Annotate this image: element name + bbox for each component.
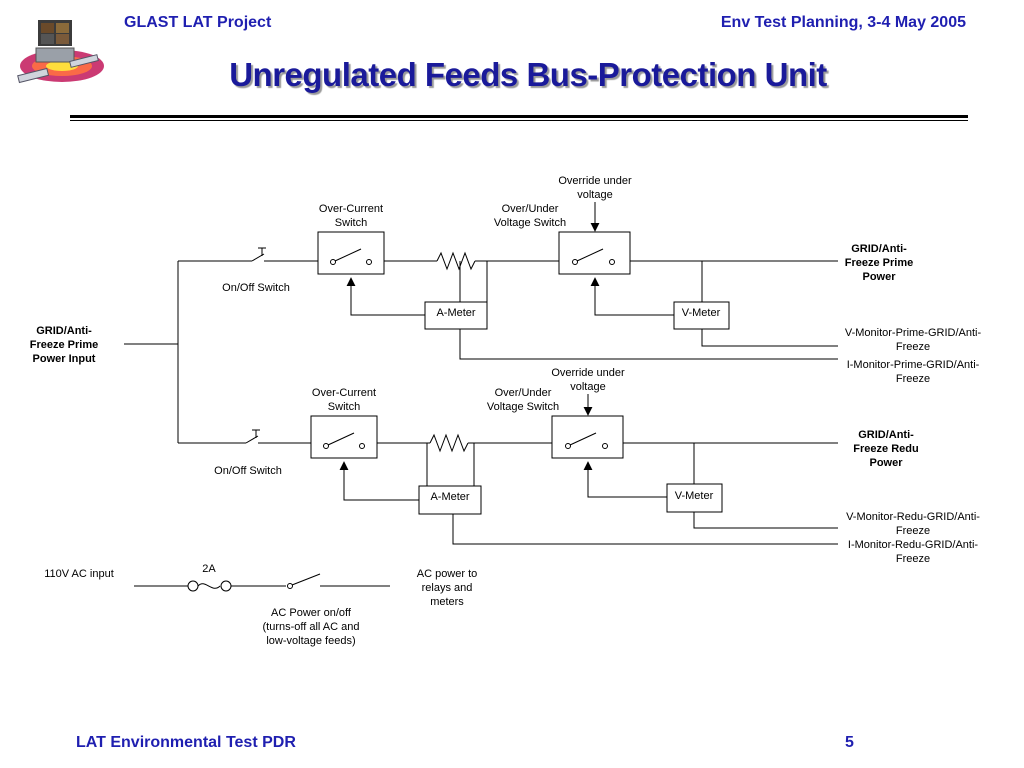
prime-over-current-switch [317,231,385,275]
redu-over-current-label-2: Switch [328,401,360,413]
redu-on-off-switch [238,429,311,444]
redu-override-label-1: Override under [551,367,625,379]
redu-channel: On/Off Switch Over-Current Switch Over/U… [178,367,980,565]
prime-i-monitor-label-1: I-Monitor-Prime-GRID/Anti- [847,359,980,371]
prime-over-under-label-1: Over/Under [502,203,559,215]
input-label-line-1: GRID/Anti- [36,325,92,337]
redu-i-monitor-label-1: I-Monitor-Redu-GRID/Anti- [848,539,979,551]
input-label: GRID/Anti- Freeze Prime Power Input [30,325,98,365]
prime-over-under-switch [558,231,631,275]
title-divider [70,115,968,118]
prime-on-off-switch [244,247,318,262]
redu-over-current-label-1: Over-Current [312,387,376,399]
ac-onoff-label-1: AC Power on/off [271,607,352,619]
redu-v-meter-label: V-Meter [675,490,714,502]
ac-power-to-label-1: AC power to [417,568,478,580]
prime-i-monitor-label-2: Freeze [896,373,930,385]
prime-v-meter [673,301,730,330]
ac-power-to-label-2: relays and [422,582,473,594]
redu-over-current-switch [310,415,378,459]
glast-satellite-logo [17,20,104,84]
redu-over-under-label-1: Over/Under [495,387,552,399]
prime-a-meter [424,301,488,330]
prime-v-monitor-label-2: Freeze [896,341,930,353]
redu-output-label-1: GRID/Anti- [858,429,914,441]
prime-channel: On/Off Switch Over-Current Switch Over/U… [178,175,981,385]
prime-a-meter-label: A-Meter [436,307,475,319]
redu-over-under-label-2: Voltage Switch [487,401,559,413]
prime-output-label-3: Power [862,271,896,283]
prime-on-off-label: On/Off Switch [222,282,290,294]
prime-override-label-1: Override under [558,175,632,187]
page-number: 5 [845,734,854,751]
prime-over-current-label-2: Switch [335,217,367,229]
ac-power-to-label-3: meters [430,596,464,608]
ac-section: 110V AC input 2A AC Power on/off (turns-… [44,563,477,647]
ac-input-label: 110V AC input [44,568,114,580]
redu-on-off-label: On/Off Switch [214,465,282,477]
prime-output-label-1: GRID/Anti- [851,243,907,255]
redu-a-meter [418,485,482,515]
redu-override-label-2: voltage [570,381,605,393]
redu-v-monitor-label-1: V-Monitor-Redu-GRID/Anti- [846,511,980,523]
title-divider-thin [70,120,968,121]
prime-over-current-label-1: Over-Current [319,203,383,215]
prime-v-meter-label: V-Meter [682,307,721,319]
prime-v-monitor-label-1: V-Monitor-Prime-GRID/Anti- [845,327,982,339]
redu-output-label-3: Power [869,457,903,469]
header-project: GLAST LAT Project [124,14,272,31]
ac-fuse-label: 2A [202,563,216,575]
input-label-line-3: Power Input [33,353,96,365]
prime-override-label-2: voltage [577,189,612,201]
redu-v-monitor-label-2: Freeze [896,525,930,537]
redu-shunt-resistor [429,433,469,453]
ac-fuse [187,580,232,592]
footer-title: LAT Environmental Test PDR [76,734,296,751]
redu-a-meter-label: A-Meter [430,491,469,503]
ac-onoff-label-3: low-voltage feeds) [266,635,355,647]
redu-over-under-switch [551,415,624,459]
ac-onoff-label-2: (turns-off all AC and [262,621,359,633]
prime-output-label-2: Freeze Prime [845,257,913,269]
prime-over-under-label-2: Voltage Switch [494,217,566,229]
ac-on-off-switch [287,573,321,589]
header-event: Env Test Planning, 3-4 May 2005 [720,14,966,31]
redu-i-monitor-label-2: Freeze [896,553,930,565]
redu-v-meter [666,483,723,513]
input-label-line-2: Freeze Prime [30,339,98,351]
slide-title: Unregulated Feeds Bus-Protection Unit [229,56,827,93]
prime-shunt-resistor [436,251,476,271]
redu-output-label-2: Freeze Redu [853,443,918,455]
